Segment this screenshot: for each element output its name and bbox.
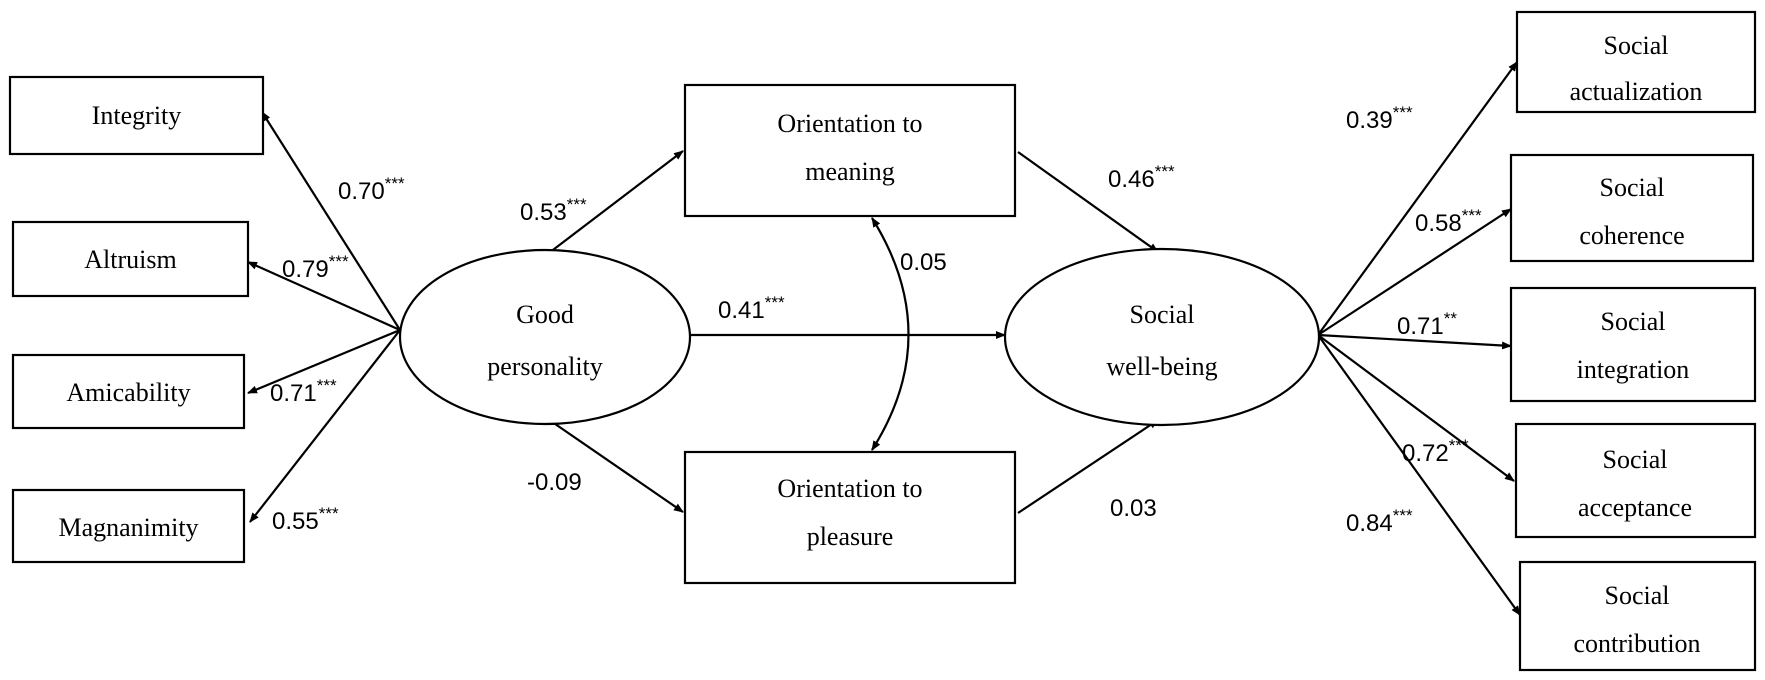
coef-gp-magnanimity: 0.55*** bbox=[272, 504, 339, 535]
edge-meaning-wellbeing bbox=[1017, 151, 1159, 253]
edges bbox=[247, 61, 1521, 616]
node-social-contribution-line1: Social bbox=[1605, 581, 1670, 610]
node-amicability-label: Amicability bbox=[66, 378, 190, 407]
coef-gp-wellbeing: 0.41*** bbox=[718, 293, 785, 324]
coef-gp-meaning: 0.53*** bbox=[520, 195, 587, 226]
coef-wb-acceptance: 0.72*** bbox=[1402, 436, 1469, 467]
node-magnanimity-label: Magnanimity bbox=[58, 513, 198, 542]
edge-gp-amicability bbox=[247, 328, 401, 395]
node-good-personality-line2: personality bbox=[487, 352, 603, 381]
node-altruism-label: Altruism bbox=[84, 245, 176, 274]
node-social-integration-line1: Social bbox=[1601, 307, 1666, 336]
node-integrity: Integrity bbox=[8, 75, 265, 156]
edge-gp-altruism bbox=[247, 260, 401, 332]
node-integrity-label: Integrity bbox=[92, 101, 182, 130]
node-altruism: Altruism bbox=[11, 220, 250, 298]
node-social-contribution-line2: contribution bbox=[1573, 629, 1700, 658]
node-social-integration: Social integration bbox=[1509, 286, 1757, 403]
node-social-acceptance-line2: acceptance bbox=[1578, 493, 1692, 522]
coef-gp-altruism: 0.79*** bbox=[282, 252, 349, 283]
edge-gp-meaning bbox=[544, 150, 684, 257]
coef-meaning-pleasure: 0.05 bbox=[900, 249, 947, 276]
coef-wb-contribution: 0.84*** bbox=[1346, 506, 1413, 537]
node-social-acceptance-line1: Social bbox=[1603, 445, 1668, 474]
coef-wb-integration: 0.71** bbox=[1397, 309, 1457, 340]
node-social-actualization: Social actualization bbox=[1515, 10, 1757, 114]
node-orientation-meaning-line1: Orientation to bbox=[777, 109, 922, 138]
node-social-coherence-line1: Social bbox=[1600, 173, 1665, 202]
edge-wb-integration bbox=[1317, 333, 1512, 350]
edge-gp-integrity bbox=[261, 111, 401, 331]
edge-wb-coherence bbox=[1317, 208, 1512, 336]
coef-meaning-wellbeing: 0.46*** bbox=[1108, 162, 1175, 193]
node-magnanimity: Magnanimity bbox=[11, 488, 246, 564]
node-social-actualization-line2: actualization bbox=[1570, 77, 1703, 106]
node-orientation-pleasure-line1: Orientation to bbox=[777, 474, 922, 503]
edge-gp-pleasure bbox=[544, 416, 684, 513]
node-social-actualization-line1: Social bbox=[1604, 31, 1669, 60]
node-good-personality-line1: Good bbox=[516, 300, 574, 329]
node-social-coherence-line2: coherence bbox=[1579, 221, 1684, 250]
coef-gp-pleasure: -0.09 bbox=[527, 469, 582, 496]
coef-wb-coherence: 0.58*** bbox=[1415, 206, 1482, 237]
node-social-wellbeing: Social well-being bbox=[1003, 247, 1321, 427]
node-social-integration-line2: integration bbox=[1577, 355, 1690, 384]
node-social-wellbeing-line1: Social bbox=[1130, 300, 1195, 329]
coefficients: 0.70*** 0.79*** 0.71*** 0.55*** 0.53*** … bbox=[270, 103, 1482, 537]
node-orientation-pleasure-line2: pleasure bbox=[807, 522, 894, 551]
node-orientation-meaning: Orientation to meaning bbox=[683, 83, 1017, 218]
node-amicability: Amicability bbox=[11, 353, 246, 430]
node-orientation-pleasure: Orientation to pleasure bbox=[683, 450, 1017, 585]
edge-pleasure-wellbeing bbox=[1017, 419, 1159, 514]
edge-wb-actualization bbox=[1317, 61, 1518, 336]
coef-pleasure-wellbeing: 0.03 bbox=[1110, 495, 1157, 522]
node-social-contribution: Social contribution bbox=[1518, 560, 1757, 672]
node-social-acceptance: Social acceptance bbox=[1514, 422, 1757, 539]
edge-meaning-pleasure-covariance bbox=[871, 217, 910, 451]
node-social-coherence: Social coherence bbox=[1509, 153, 1755, 263]
coef-gp-integrity: 0.70*** bbox=[338, 174, 405, 205]
edge-wb-acceptance bbox=[1317, 334, 1515, 482]
coef-gp-amicability: 0.71*** bbox=[270, 376, 337, 407]
node-good-personality: Good personality bbox=[398, 248, 692, 426]
edge-wb-contribution bbox=[1317, 334, 1521, 616]
edge-gp-magnanimity bbox=[249, 329, 401, 523]
node-social-wellbeing-line2: well-being bbox=[1106, 352, 1217, 381]
node-orientation-meaning-line2: meaning bbox=[805, 157, 895, 186]
coef-wb-actualization: 0.39*** bbox=[1346, 103, 1413, 134]
